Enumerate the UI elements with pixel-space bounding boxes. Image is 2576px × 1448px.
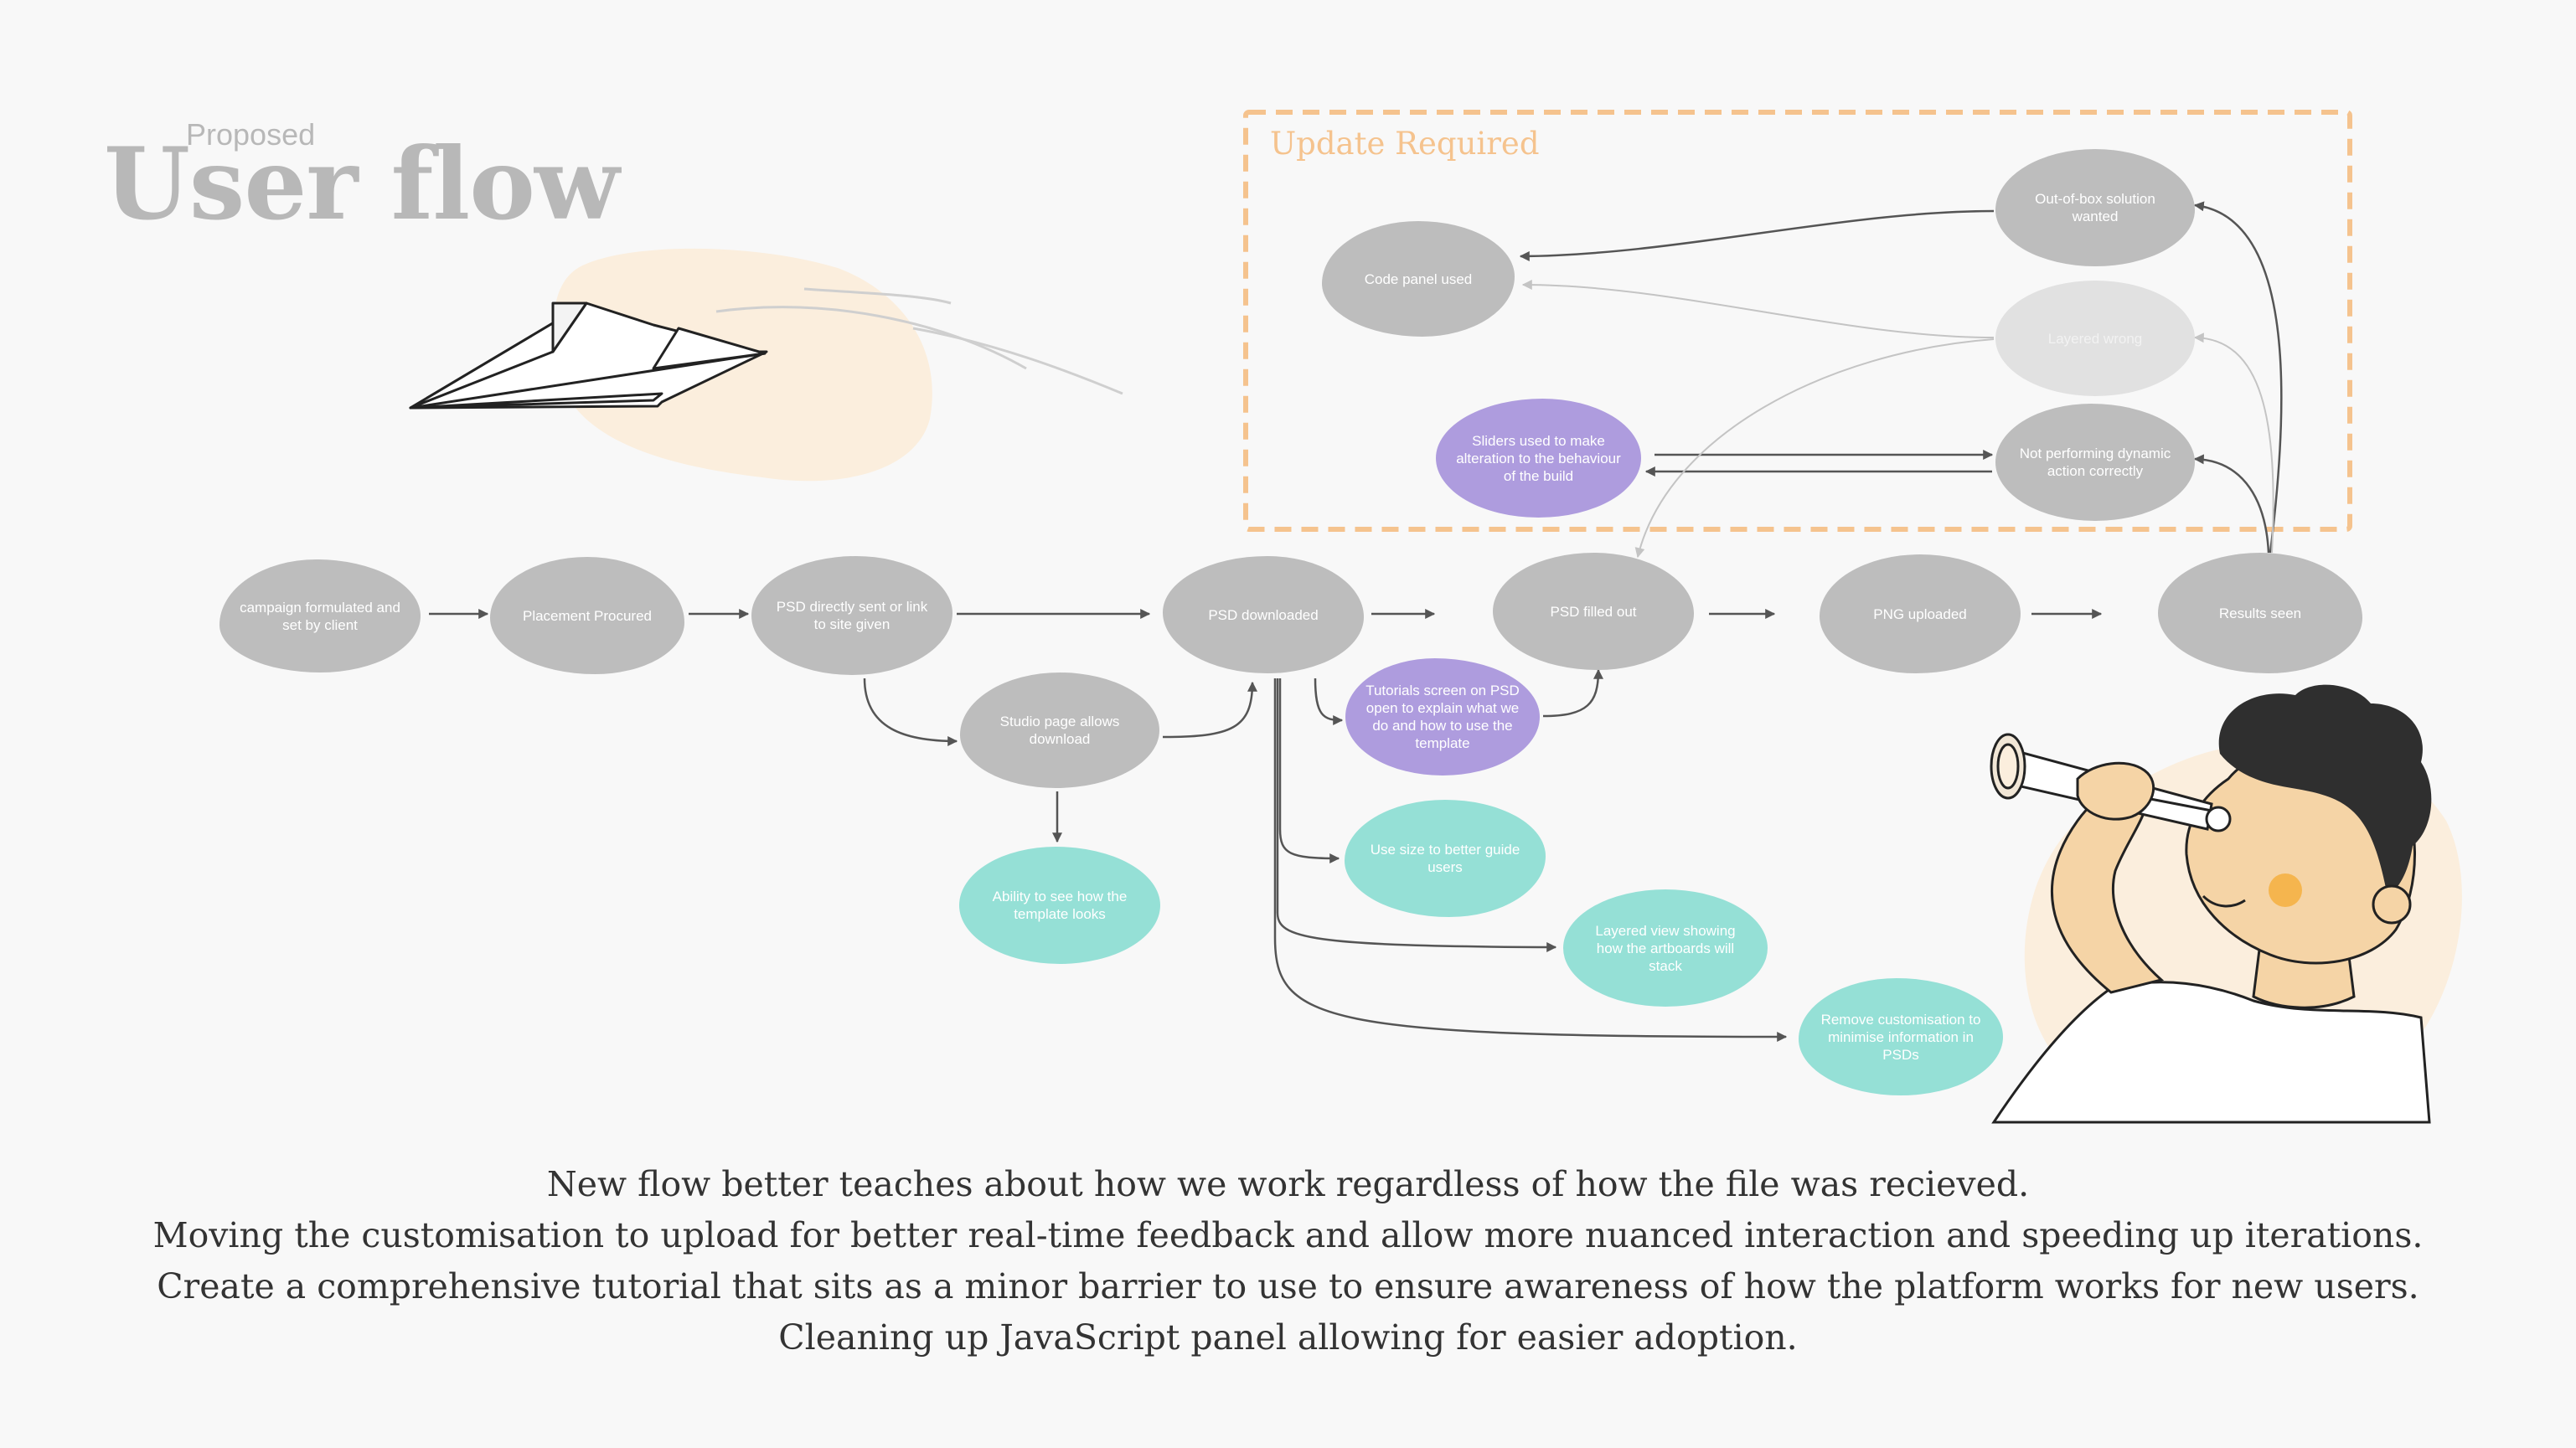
node-ability-to-see: Ability to see how the template looks <box>959 847 1160 964</box>
person-smile <box>2202 894 2246 908</box>
caption-line: Create a comprehensive tutorial that sit… <box>157 1266 2419 1306</box>
arrow-layered-wrong-to-psd-filled <box>1634 338 1995 559</box>
arrow-psd-downloaded-to-use-size <box>1278 678 1340 863</box>
update-required-label: Update Required <box>1270 126 1540 162</box>
arrow-results-to-layered-wrong <box>2193 332 2274 554</box>
node-layered-wrong: Layered wrong <box>1995 281 2195 396</box>
arrow-psd-downloaded-to-layered-view <box>1276 678 1557 952</box>
node-studio-page: Studio page allows download <box>960 672 1159 788</box>
node-sliders: Sliders used to make alteration to the b… <box>1436 399 1641 518</box>
paper-plane-icon <box>409 301 768 410</box>
person-shirt <box>1991 981 2431 1124</box>
summary-caption: New flow better teaches about how we wor… <box>0 1159 2576 1363</box>
plane-backdrop-blob <box>553 248 932 482</box>
person-telescope-illustration <box>1990 684 2462 1124</box>
arrow-psd-sent-to-studio-page <box>863 678 958 746</box>
node-out-of-box: Out-of-box solution wanted <box>1995 149 2195 266</box>
node-psd-filled: PSD filled out <box>1493 553 1694 670</box>
node-results-seen: Results seen <box>2158 553 2362 673</box>
arrow-out-of-box-to-code-panel <box>1519 209 1995 261</box>
paper-plane-illustration <box>409 248 1123 482</box>
node-campaign: campaign formulated and set by client <box>219 559 421 672</box>
caption-line: Moving the customisation to upload for b… <box>152 1215 2424 1255</box>
update-required-box <box>1243 110 2352 532</box>
node-psd-downloaded: PSD downloaded <box>1163 556 1364 673</box>
person-ear <box>2372 884 2412 925</box>
arrow-studio-page-to-psd-downloaded <box>1162 681 1257 739</box>
arrow-results-to-not-performing <box>2193 454 2270 554</box>
arrow-layered-wrong-to-code-panel <box>1521 280 1995 338</box>
page-subtitle: Proposed <box>186 117 316 152</box>
person-hair <box>2218 684 2432 896</box>
arrow-results-to-out-of-box <box>2193 201 2283 554</box>
plane-trail-line <box>715 306 1027 370</box>
plane-trail-line <box>912 327 1123 395</box>
node-code-panel: Code panel used <box>1322 221 1515 337</box>
plane-trail-line <box>803 287 952 305</box>
page-title: User flow <box>104 126 620 242</box>
node-psd-sent: PSD directly sent or link to site given <box>751 556 952 675</box>
person-cheek <box>2269 873 2302 907</box>
arrow-psd-downloaded-to-tutorials <box>1314 678 1344 725</box>
caption-line: New flow better teaches about how we wor… <box>546 1164 2030 1204</box>
node-placement: Placement Procured <box>490 557 684 674</box>
person-hand <box>2076 761 2155 821</box>
node-not-performing: Not performing dynamic action correctly <box>1995 404 2195 521</box>
node-layered-view: Layered view showing how the artboards w… <box>1563 889 1768 1007</box>
node-use-size: Use size to better guide users <box>1345 800 1546 917</box>
flow-connectors <box>429 201 2283 1042</box>
faded-connectors <box>1521 280 2274 559</box>
node-tutorials: Tutorials screen on PSD open to explain … <box>1345 658 1540 776</box>
node-remove-customisation: Remove customisation to minimise informa… <box>1799 978 2003 1095</box>
arrow-tutorials-to-psd-filled <box>1542 668 1603 718</box>
node-png-uploaded: PNG uploaded <box>1820 554 2021 673</box>
caption-line: Cleaning up JavaScript panel allowing fo… <box>778 1317 1798 1358</box>
arrow-psd-downloaded-to-remove-customisation <box>1273 678 1788 1042</box>
